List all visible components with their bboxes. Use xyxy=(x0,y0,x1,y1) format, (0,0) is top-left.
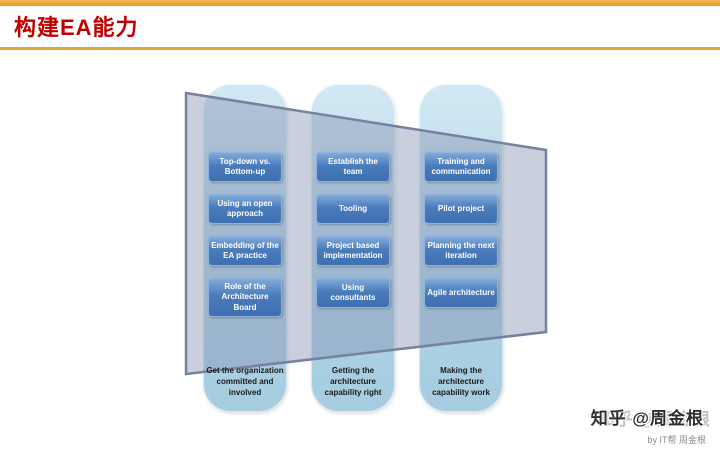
diagram-item: Embedding of the EA practice xyxy=(208,236,282,266)
diagram-item: Using consultants xyxy=(316,278,390,308)
diagram-item: Role of the Architecture Board xyxy=(208,278,282,318)
diagram-item: Planning the next iteration xyxy=(424,236,498,266)
column-caption-3: Making the architecture capability work xyxy=(432,366,490,397)
column-caption-2: Getting the architecture capability righ… xyxy=(324,366,382,397)
diagram-item: Agile architecture xyxy=(424,278,498,308)
button-column-3: Training and communication Pilot project… xyxy=(424,152,498,308)
diagram-item: Training and communication xyxy=(424,152,498,182)
watermark: 知乎 @周金根 xyxy=(590,409,704,428)
diagram-item: Tooling xyxy=(316,194,390,224)
title-underline xyxy=(0,47,720,50)
diagram-item: Project based implementation xyxy=(316,236,390,266)
diagram-item: Top-down vs. Bottom-up xyxy=(208,152,282,182)
byline: by IT帮 周金根 xyxy=(647,435,706,445)
column-caption-1: Get the organization committed and invol… xyxy=(206,366,284,397)
button-column-1: Top-down vs. Bottom-up Using an open app… xyxy=(208,152,282,318)
diagram-item: Using an open approach xyxy=(208,194,282,224)
diagram-item: Pilot project xyxy=(424,194,498,224)
page-title: 构建EA能力 xyxy=(14,15,139,40)
top-accent-bar xyxy=(0,0,720,6)
diagram-item: Establish the team xyxy=(316,152,390,182)
button-column-2: Establish the team Tooling Project based… xyxy=(316,152,390,308)
